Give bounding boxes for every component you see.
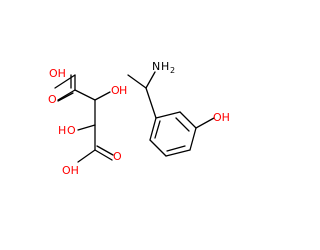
molecule-canvas: OH O O H H O O OH N H	[48, 60, 230, 177]
bond-c4-oh	[77, 124, 96, 131]
tartaric-top-oh: OH	[49, 67, 66, 80]
ring-bond-6	[149, 117, 157, 141]
ring-bond-3	[189, 127, 197, 151]
ring-double-2	[166, 145, 186, 152]
ring-bond-1	[155, 111, 181, 119]
ring-bond-4	[165, 149, 191, 157]
structure-diagram: OH O O H H O O OH N H	[48, 60, 230, 177]
tartaric-carbonyl-top-o: O	[48, 93, 57, 106]
bond-c3-oh	[94, 91, 111, 101]
bond-ring-oh	[195, 117, 215, 129]
ring-double-1	[175, 117, 190, 132]
bond-carbonyl-top-double	[57, 92, 74, 102]
tartaric-mid-left-h: H	[58, 124, 66, 137]
ring-double-3	[154, 120, 161, 139]
tartaric-acid-structure	[54, 74, 114, 163]
tartaric-mid-right-h: H	[119, 84, 127, 97]
bond-c5-oh	[77, 149, 96, 163]
bond-carbonyl-bottom-double	[96, 145, 114, 156]
tartaric-bottom-oh: OH	[62, 164, 79, 177]
ring-bond-5	[149, 139, 167, 157]
bond-methyl	[127, 74, 147, 89]
tartaric-mid-left-o: O	[67, 124, 76, 137]
bond-chain-to-ring	[145, 87, 157, 119]
bond-carbonyl-top	[57, 89, 76, 101]
tartaric-mid-right-o: O	[111, 84, 120, 97]
tartaric-carbonyl-bottom-o: O	[113, 150, 122, 163]
bond-c2-c3	[74, 89, 96, 101]
amine-h: H	[161, 60, 169, 73]
phenol-oh: OH	[213, 111, 230, 124]
bond-carbonyl-bottom	[94, 149, 113, 161]
ring-bond-2	[179, 111, 197, 129]
bond-c-n	[145, 71, 156, 89]
amine-n: N	[152, 60, 160, 73]
amphetamine-phenol-structure	[127, 71, 215, 157]
amine-subscript: 2	[170, 66, 175, 75]
bond-c1-oh	[54, 74, 76, 89]
